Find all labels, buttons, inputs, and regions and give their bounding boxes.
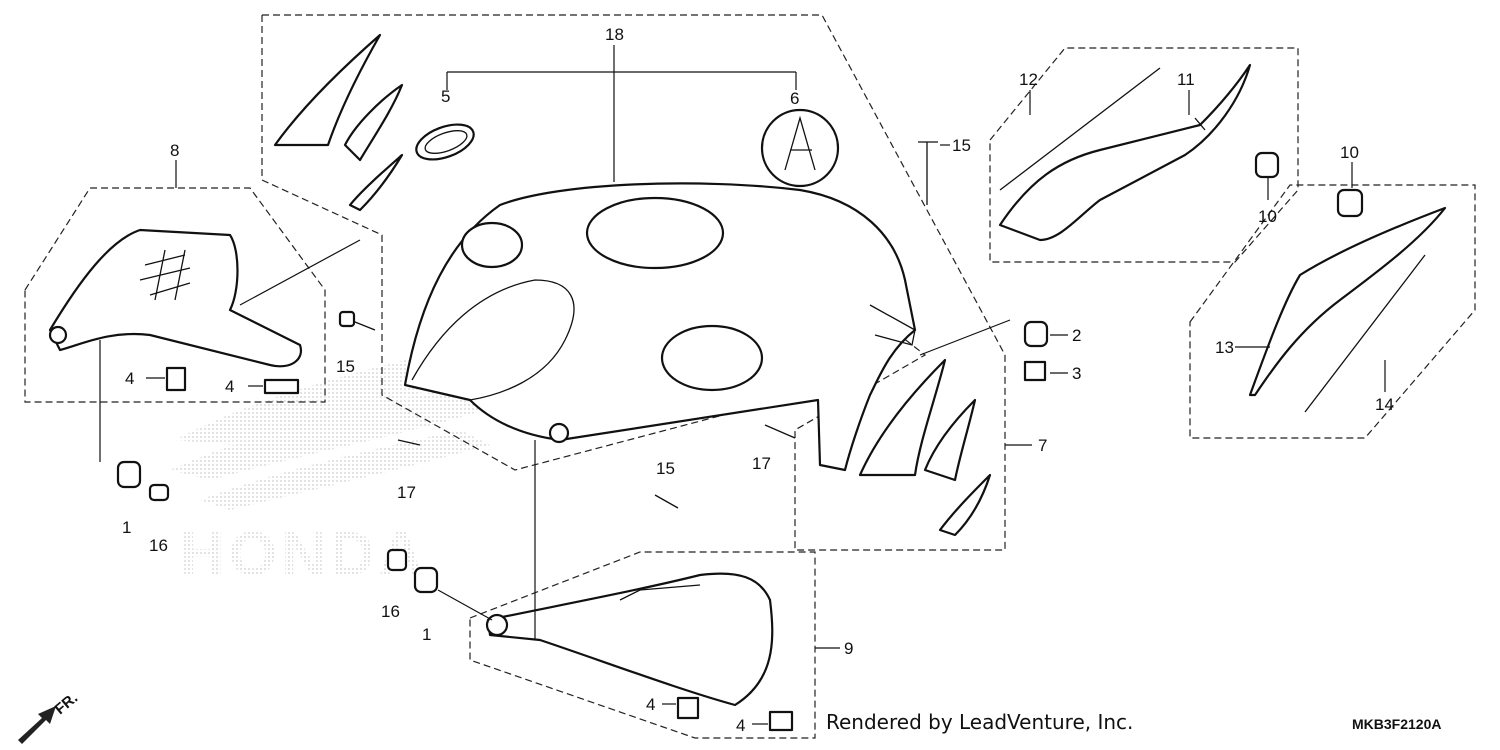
callout-4-c: 4 [646,695,655,714]
callout-2: 2 [1072,326,1081,345]
fuel-tank-cover [403,182,917,472]
side-decals-7 [858,358,992,537]
callout-17-left: 17 [397,483,416,502]
callout-6: 6 [790,89,799,108]
callout-3: 3 [1072,364,1081,383]
callout-12: 12 [1019,70,1038,89]
leader-lines [99,45,1386,725]
tank-decals [273,33,840,212]
callout-1-mid: 1 [422,625,431,644]
callout-4-d: 4 [736,716,745,735]
callout-17-right: 17 [752,454,771,473]
render-credit: Rendered by LeadVenture, Inc. [826,710,1134,734]
lower-cover-9 [485,572,774,707]
front-direction-indicator: FR. [18,690,81,744]
callout-4-a: 4 [125,369,134,388]
right-trim-11-12 [998,63,1252,242]
callout-4-b: 4 [225,377,234,396]
callout-16-left: 16 [149,536,168,555]
svg-text:FR.: FR. [52,690,81,719]
left-inner-cover-8 [48,228,303,368]
callout-15-left: 15 [336,357,355,376]
callout-9: 9 [844,639,853,658]
callout-5: 5 [441,87,450,106]
callout-11: 11 [1177,70,1195,89]
callout-13: 13 [1215,338,1234,357]
group-boundaries [24,14,1476,739]
svg-text:HONDA: HONDA [180,520,427,589]
callout-10-right: 10 [1340,143,1359,162]
callout-8: 8 [170,141,179,160]
diagram-code: MKB3F2120A [1352,716,1442,732]
callout-18: 18 [605,25,624,44]
callout-15-mid: 15 [656,459,675,478]
callout-labels: 18 5 6 8 12 11 15 10 10 13 14 2 3 7 15 4… [122,25,1394,735]
callout-15-top: 15 [952,136,971,155]
callout-14: 14 [1375,395,1394,414]
callout-10-left: 10 [1258,207,1277,226]
callout-1-left: 1 [122,518,131,537]
right-trim-13-14 [1248,206,1447,413]
hardware [116,141,1364,732]
callout-7: 7 [1038,436,1047,455]
callout-16-mid: 16 [381,602,400,621]
